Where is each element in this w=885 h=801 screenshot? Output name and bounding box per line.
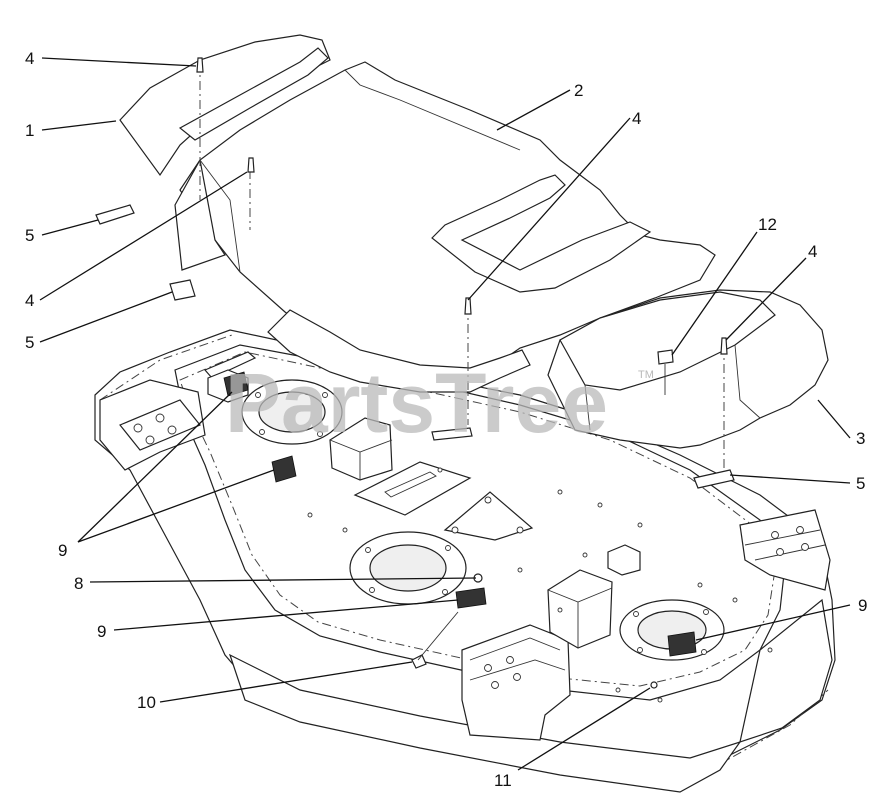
- deck-holes: [307, 467, 773, 703]
- bracket-hole: [801, 543, 809, 551]
- bracket-hole: [133, 423, 143, 433]
- left-bracket-face: [119, 399, 201, 451]
- part-12-bolt: [657, 349, 674, 395]
- clip-9c: [455, 587, 487, 609]
- clip-9a: [223, 371, 249, 397]
- deck-rim-outline: [179, 351, 776, 687]
- ring-bolt-holes: [255, 392, 709, 655]
- spindle-hole-left: [258, 391, 326, 433]
- callout-5: 5: [25, 226, 34, 245]
- callout-8: 8: [74, 574, 83, 593]
- bracket-hole: [776, 548, 784, 556]
- bracket-hole: [484, 664, 492, 672]
- bracket-hole: [771, 531, 779, 539]
- callout-4: 4: [632, 109, 641, 128]
- front-bracket: [461, 624, 571, 741]
- clip-9d: [667, 631, 697, 657]
- callout-1: 1: [25, 121, 34, 140]
- part-2-handle: [431, 174, 652, 293]
- plate-hole: [484, 496, 492, 504]
- watermark-tm: TM: [638, 369, 654, 381]
- right-bracket: [739, 509, 831, 591]
- bracket-hole: [796, 526, 804, 534]
- bracket-hole: [513, 673, 521, 681]
- shields: [95, 34, 829, 489]
- spindle-hole-center: [369, 544, 447, 592]
- callout-4: 4: [25, 49, 34, 68]
- callout-3: 3: [856, 429, 865, 448]
- bracket-hole: [506, 656, 514, 664]
- part-4-pins: [196, 57, 728, 355]
- part-10-bolt: [411, 654, 427, 669]
- rear-cross-bar: [203, 351, 257, 379]
- callout-10: 10: [137, 693, 156, 712]
- bracket-hole: [167, 425, 177, 435]
- callout-5: 5: [856, 474, 865, 493]
- callout-9: 9: [97, 622, 106, 641]
- mower-deck: [94, 329, 836, 793]
- baffle-front: [547, 569, 613, 649]
- bracket-hole: [491, 681, 499, 689]
- right-skirt: [739, 598, 833, 743]
- slotted-plate: [353, 461, 472, 516]
- part-5-clips: [95, 204, 735, 489]
- triangle-plate: [443, 491, 534, 541]
- small-clip-block: [607, 544, 641, 576]
- part-2-side-flap: [174, 158, 226, 271]
- callout-9: 9: [58, 541, 67, 560]
- plate-hole: [451, 526, 459, 534]
- part-2-front-lip: [267, 309, 531, 393]
- callout-4: 4: [25, 291, 34, 310]
- bracket-hole: [155, 413, 165, 423]
- leader-lines: [39, 57, 851, 771]
- plate-hole: [516, 526, 524, 534]
- baffle-rear: [329, 417, 393, 481]
- front-skirt: [228, 653, 742, 793]
- watermark-text: PartsTree: [225, 356, 608, 450]
- clip-9b: [271, 455, 297, 483]
- part-3-top: [559, 291, 776, 391]
- callout-5: 5: [25, 333, 34, 352]
- part-1-rail: [178, 47, 329, 141]
- callout-11: 11: [494, 771, 512, 790]
- bracket-hole: [145, 435, 155, 445]
- callout-2: 2: [574, 81, 583, 100]
- part-11-screw: [650, 681, 658, 689]
- part-9-clips: [223, 371, 697, 657]
- callout-9: 9: [858, 596, 867, 615]
- callout-4: 4: [808, 242, 817, 261]
- callout-labels: 4 1 5 4 5 2 4 12 4 3 5 9 8 9 10 9 11: [25, 49, 867, 790]
- callout-12: 12: [758, 215, 777, 234]
